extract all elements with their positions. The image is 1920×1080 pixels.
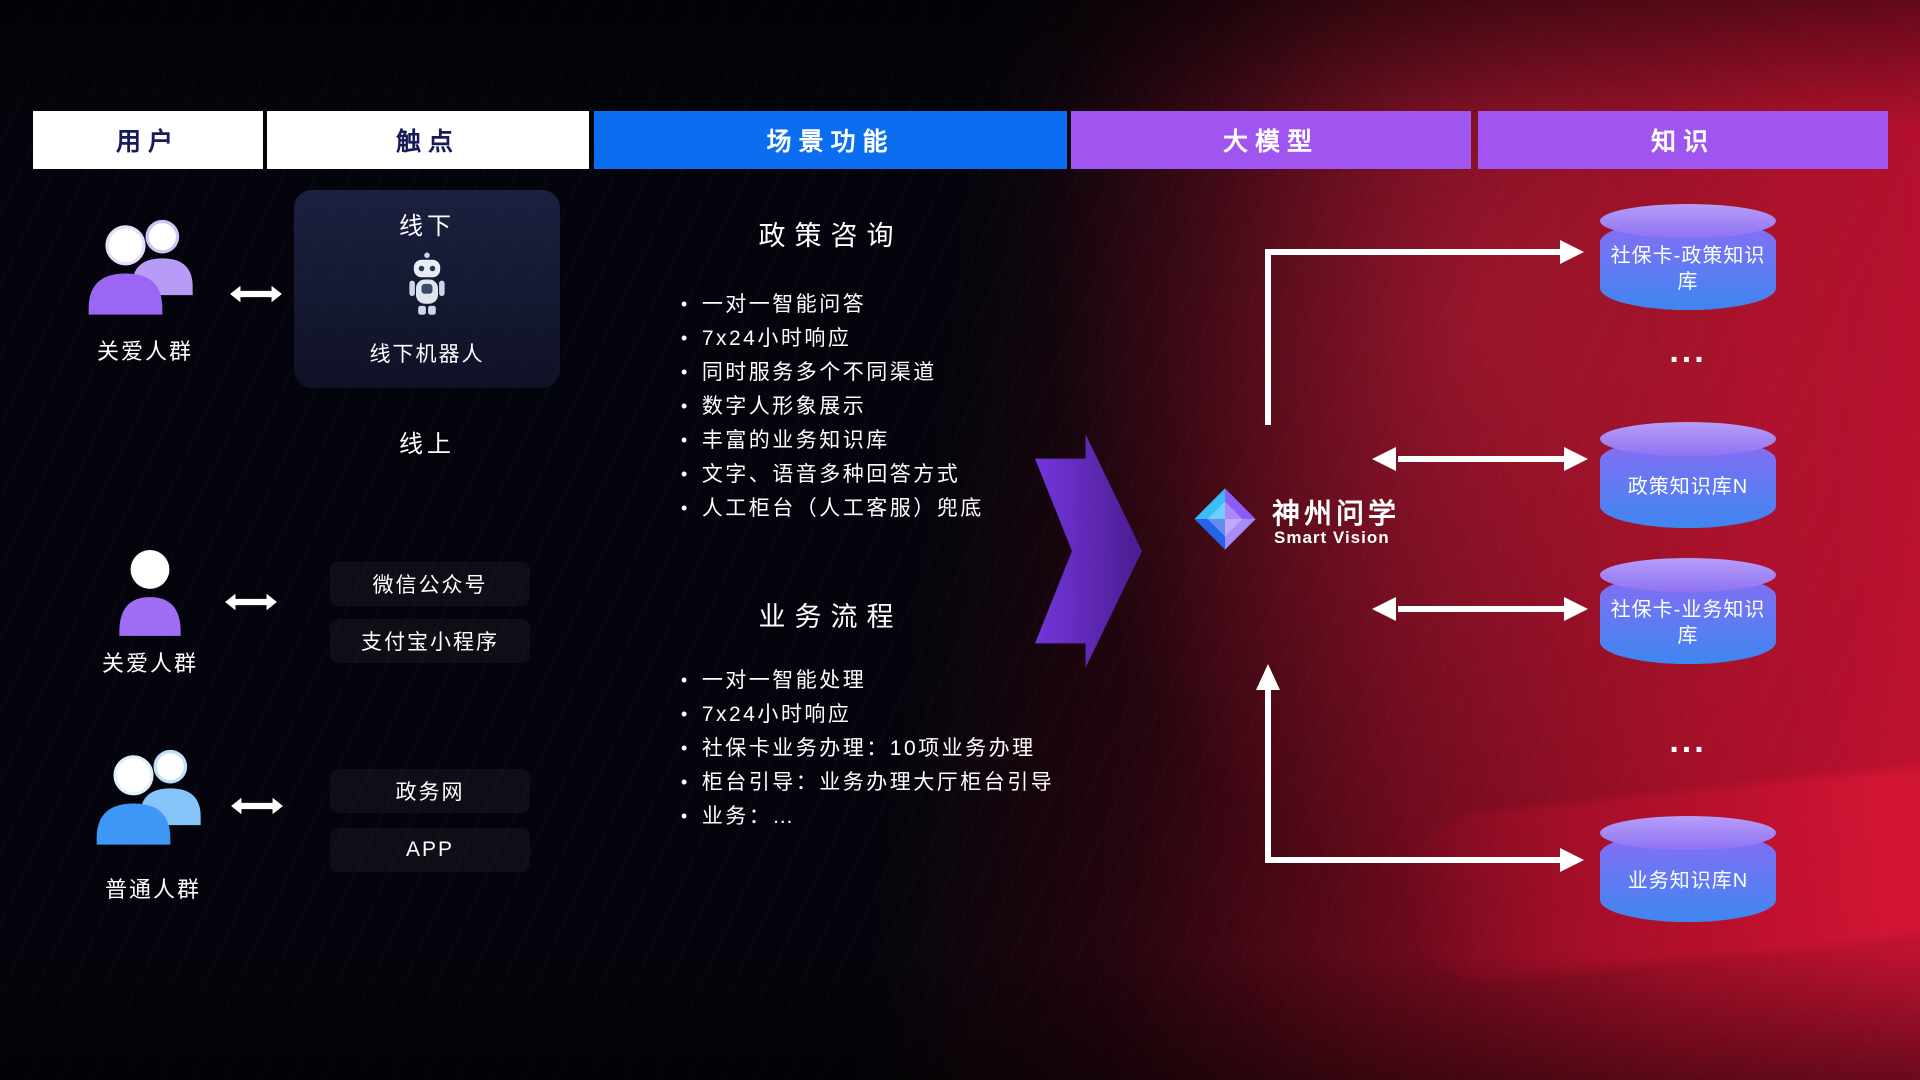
- robot-icon: [294, 242, 560, 328]
- double-arrow-icon: [223, 590, 279, 619]
- list-item: 人工柜台（人工客服）兜底: [681, 492, 984, 526]
- knowledge-base-label: 社保卡-政策知识库: [1610, 245, 1766, 293]
- model-subtitle: Smart Vision: [1274, 528, 1390, 547]
- smart-vision-logo-icon: [1190, 484, 1260, 554]
- knowledge-base-label: 业务知识库N: [1627, 870, 1749, 892]
- list-item: 社保卡业务办理：10项业务办理: [681, 732, 1054, 766]
- cylinder-top: [1600, 204, 1776, 238]
- list-item: 一对一智能问答: [681, 288, 984, 322]
- channel-alipay: 支付宝小程序: [330, 619, 530, 663]
- offline-title: 线下: [399, 213, 455, 240]
- knowledge-base-cylinder: 社保卡-业务知识库: [1600, 558, 1776, 664]
- cylinder-top: [1600, 422, 1776, 456]
- column-header-knowledge: 知识: [1478, 111, 1888, 169]
- knowledge-base-label: 政策知识库N: [1627, 476, 1749, 498]
- online-title: 线上: [399, 431, 455, 458]
- user-group-label: 关爱人群: [101, 651, 198, 676]
- offline-robot-label: 线下机器人: [369, 343, 485, 366]
- channel-gov-web: 政务网: [330, 769, 530, 813]
- knowledge-base-cylinder: 政策知识库N: [1600, 422, 1776, 528]
- knowledge-base-cylinder: 业务知识库N: [1600, 816, 1776, 922]
- knowledge-base-cylinder: 社保卡-政策知识库: [1600, 204, 1776, 310]
- column-header-model: 大模型: [1071, 111, 1471, 169]
- list-item: 7x24小时响应: [681, 322, 984, 356]
- list-item: 文字、语音多种回答方式: [681, 458, 984, 492]
- column-header-scenarios: 场景功能: [594, 111, 1067, 169]
- double-arrow-icon: [229, 794, 285, 823]
- column-header-users: 用户: [33, 111, 263, 169]
- list-item: 丰富的业务知识库: [681, 424, 984, 458]
- knowledge-base-label: 社保卡-业务知识库: [1610, 599, 1766, 647]
- model-name: 神州问学: [1272, 498, 1401, 529]
- business-process-title: 业务流程: [758, 602, 903, 632]
- care-group-people-icon: [80, 215, 210, 324]
- care-person-icon: [114, 548, 186, 645]
- list-item: 7x24小时响应: [681, 698, 1054, 732]
- ellipsis: ...: [1669, 722, 1707, 760]
- double-arrow-icon: [228, 282, 284, 311]
- channel-app: APP: [330, 828, 530, 872]
- list-item: 同时服务多个不同渠道: [681, 356, 984, 390]
- list-item: 数字人形象展示: [681, 390, 984, 424]
- list-item: 柜台引导：业务办理大厅柜台引导: [681, 766, 1054, 800]
- channel-wechat: 微信公众号: [330, 562, 530, 606]
- cylinder-top: [1600, 816, 1776, 850]
- cylinder-top: [1600, 558, 1776, 592]
- policy-feature-list: 一对一智能问答 7x24小时响应 同时服务多个不同渠道 数字人形象展示 丰富的业…: [681, 288, 984, 526]
- user-group-label: 普通人群: [104, 877, 201, 902]
- policy-consult-title: 政策咨询: [758, 221, 903, 251]
- column-header-touchpoints: 触点: [267, 111, 589, 169]
- user-group-label: 关爱人群: [96, 339, 193, 364]
- ellipsis: ...: [1669, 332, 1707, 370]
- business-feature-list: 一对一智能处理 7x24小时响应 社保卡业务办理：10项业务办理 柜台引导：业务…: [681, 664, 1054, 834]
- general-group-people-icon: [88, 745, 218, 854]
- list-item: 业务：…: [681, 800, 1054, 834]
- flow-arrow-icon: [1035, 431, 1142, 676]
- list-item: 一对一智能处理: [681, 664, 1054, 698]
- offline-touchpoint-card: 线下 线下机器人: [294, 190, 560, 388]
